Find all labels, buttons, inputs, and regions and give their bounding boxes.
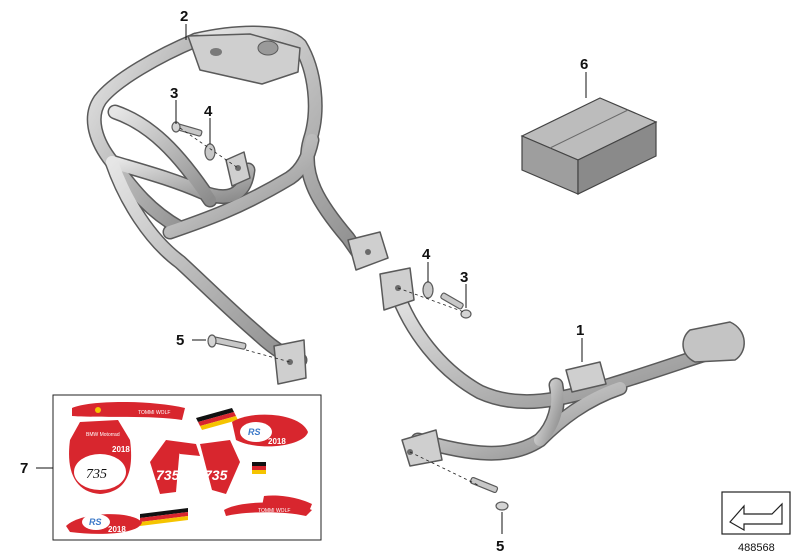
callout-3-left: 3 [170,85,178,102]
decal-rs-badge: RS [248,427,261,437]
callout-4-left: 4 [204,103,213,120]
screw-right-upper[interactable] [440,292,472,319]
arrow-folder-icon [721,491,791,535]
screw-left-lower[interactable] [207,334,247,350]
decal-year-top: 2018 [268,437,286,446]
callout-5-left: 5 [176,332,184,349]
decal-year-bottom: 2018 [108,525,126,534]
decal-number-main: 735 [86,467,107,482]
decal-brand-line: BMW Motorrad [86,432,120,438]
decal-rs-badge-bottom: RS [89,517,102,527]
callout-5-bottom: 5 [496,538,504,555]
callout-2: 2 [180,8,188,25]
crash-bar-right[interactable] [379,267,745,467]
decal-number-left: 735 [156,467,180,483]
decal-sheet[interactable]: TOMMI WOLF RS 2018 BMW Motorrad 735 2018… [52,394,322,541]
screw-left-upper[interactable] [171,121,203,137]
callout-1: 1 [576,322,584,339]
callout-4-right: 4 [422,246,431,263]
callout-3-right: 3 [460,269,468,286]
decal-rider-name-top: TOMMI WOLF [138,410,170,416]
reference-number: 488568 [738,542,775,554]
crash-bar-left[interactable] [86,25,389,385]
parts-box[interactable] [520,97,658,195]
callout-6: 6 [580,56,588,73]
washer-right[interactable] [422,281,434,299]
leader-lines [36,24,587,534]
decal-number-right: 735 [204,467,228,483]
screw-bottom[interactable] [469,476,509,511]
decal-rider-name-bottom: TOMMI WOLF [258,508,290,514]
decal-year-left: 2018 [112,445,130,454]
callout-7: 7 [20,460,28,477]
